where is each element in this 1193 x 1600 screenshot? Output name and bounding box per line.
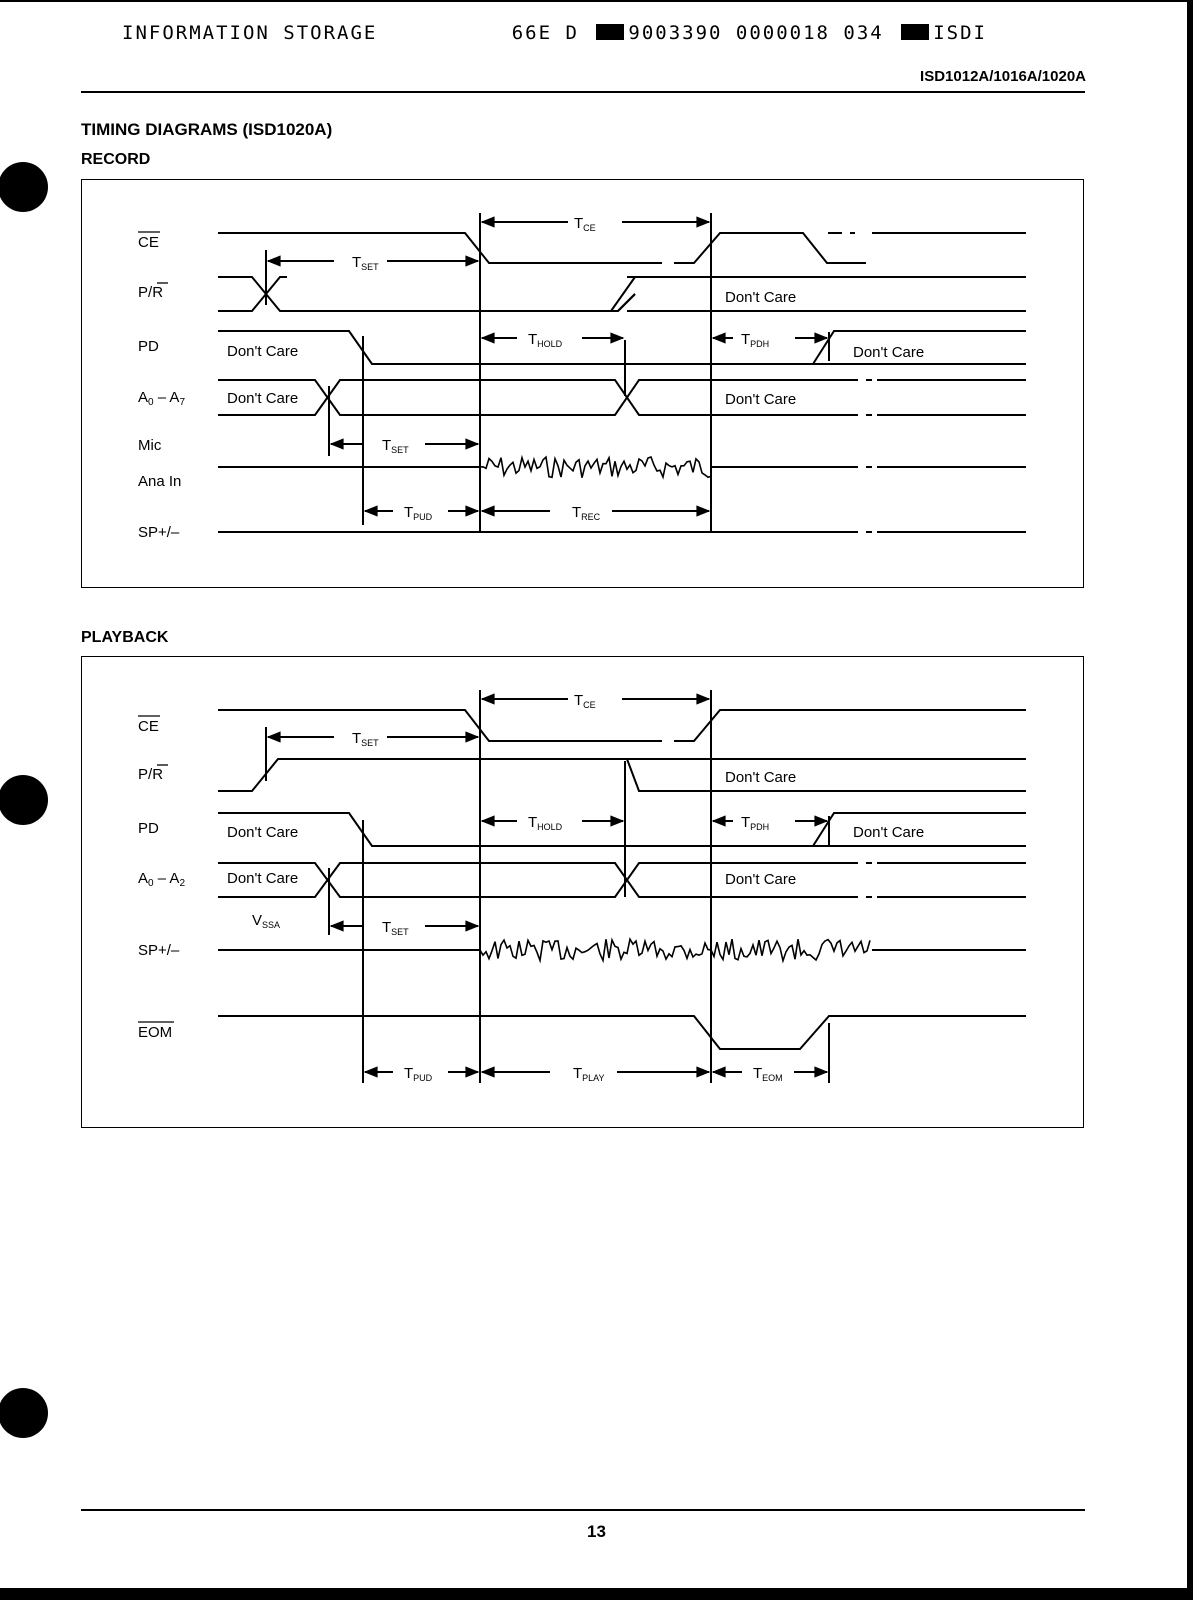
ce-waveform <box>218 232 866 264</box>
stamp-block <box>596 24 625 40</box>
footer-rule <box>81 1509 1085 1511</box>
signal-ana-in: Ana In <box>138 473 181 490</box>
addr-tail <box>866 379 1026 416</box>
pd-return <box>812 812 1026 847</box>
signal-pr: P/R <box>138 766 163 783</box>
addr-tail <box>866 862 1026 898</box>
addr-dont-care-2: Don't Care <box>725 871 796 888</box>
addr-waveform <box>218 862 858 898</box>
addr-waveform <box>218 379 858 416</box>
playback-timing-diagram: CE P/R PD A0 – A2 SP+/– EOM VSSA Don't C… <box>138 690 1026 1083</box>
pr-dont-care: Don't Care <box>725 769 796 786</box>
pd-dont-care: Don't Care <box>227 824 298 841</box>
sp-signal <box>479 937 871 964</box>
binder-hole <box>0 162 48 212</box>
playback-diagram-panel: CE P/R PD A0 – A2 SP+/– EOM VSSA Don't C… <box>81 656 1084 1128</box>
label-tplay: TPLAY <box>573 1065 605 1083</box>
pd-dont-care-2: Don't Care <box>853 824 924 841</box>
part-numbers: ISD1012A/1016A/1020A <box>920 68 1086 85</box>
pd-waveform <box>218 330 1026 365</box>
signal-pd: PD <box>138 338 159 355</box>
stamp-brand: ISDI <box>933 22 987 44</box>
pd-waveform <box>218 812 1026 847</box>
page-border-right <box>1187 0 1193 1600</box>
label-tce: TCE <box>574 692 596 710</box>
binder-hole <box>0 775 48 825</box>
pr-dont-care: Don't Care <box>725 289 796 306</box>
pr-waveform <box>218 758 1026 792</box>
label-thold: THOLD <box>528 814 563 832</box>
ana-in-signal <box>479 454 712 480</box>
signal-sp: SP+/– <box>138 942 180 959</box>
signal-sp: SP+/– <box>138 524 180 541</box>
addr-dont-care-2: Don't Care <box>725 391 796 408</box>
label-trec: TREC <box>572 504 601 522</box>
label-tpdh: TPDH <box>741 331 769 349</box>
record-title: RECORD <box>81 151 151 168</box>
stamp-serial: 9003390 0000018 034 <box>628 22 884 44</box>
signal-ce: CE <box>138 718 159 735</box>
label-tpud: TPUD <box>404 1065 433 1083</box>
signal-eom: EOM <box>138 1024 172 1041</box>
label-vssa: VSSA <box>252 912 280 930</box>
label-tset: TSET <box>352 730 379 748</box>
header-stamp: INFORMATION STORAGE 66E D 9003390 000001… <box>122 22 987 44</box>
eom-waveform <box>218 1015 1026 1050</box>
stamp-company: INFORMATION STORAGE <box>122 22 378 44</box>
record-timing-diagram: CE P/R PD A0 – A7 Mic Ana In SP+/– Don't… <box>138 213 1026 541</box>
ce-waveform <box>218 709 1026 742</box>
page-number: 13 <box>587 1522 606 1541</box>
stamp-block <box>901 24 930 40</box>
signal-pr: P/R <box>138 284 163 301</box>
pr-dontcare-lines <box>613 758 1026 792</box>
label-tce: TCE <box>574 215 596 233</box>
label-tpud: TPUD <box>404 504 433 522</box>
signal-mic: Mic <box>138 437 162 454</box>
stamp-code: 66E D <box>511 22 579 44</box>
addr-dont-care: Don't Care <box>227 390 298 407</box>
signal-pd: PD <box>138 820 159 837</box>
addr-dont-care: Don't Care <box>227 870 298 887</box>
label-tset: TSET <box>352 254 379 272</box>
playback-title: PLAYBACK <box>81 629 169 646</box>
label-thold: THOLD <box>528 331 563 349</box>
record-diagram-panel: CE P/R PD A0 – A7 Mic Ana In SP+/– Don't… <box>81 179 1084 588</box>
label-tset-2: TSET <box>382 919 409 937</box>
pr-dontcare-lines <box>627 276 1026 312</box>
signal-addr: A0 – A2 <box>138 870 185 889</box>
label-teom: TEOM <box>753 1065 783 1083</box>
signal-ce: CE <box>138 234 159 251</box>
pr-waveform <box>218 276 636 312</box>
pd-dont-care: Don't Care <box>227 343 298 360</box>
pr-transition <box>609 276 637 312</box>
binder-hole <box>0 1388 48 1438</box>
label-tset-2: TSET <box>382 437 409 455</box>
page-border-bottom <box>0 1588 1193 1600</box>
pd-dont-care-2: Don't Care <box>853 344 924 361</box>
signal-addr: A0 – A7 <box>138 389 185 408</box>
header-rule <box>81 91 1085 93</box>
pd-return <box>812 330 1026 365</box>
section-title: TIMING DIAGRAMS (ISD1020A) <box>81 120 333 139</box>
page-border-top <box>0 0 1193 2</box>
label-tpdh: TPDH <box>741 814 769 832</box>
